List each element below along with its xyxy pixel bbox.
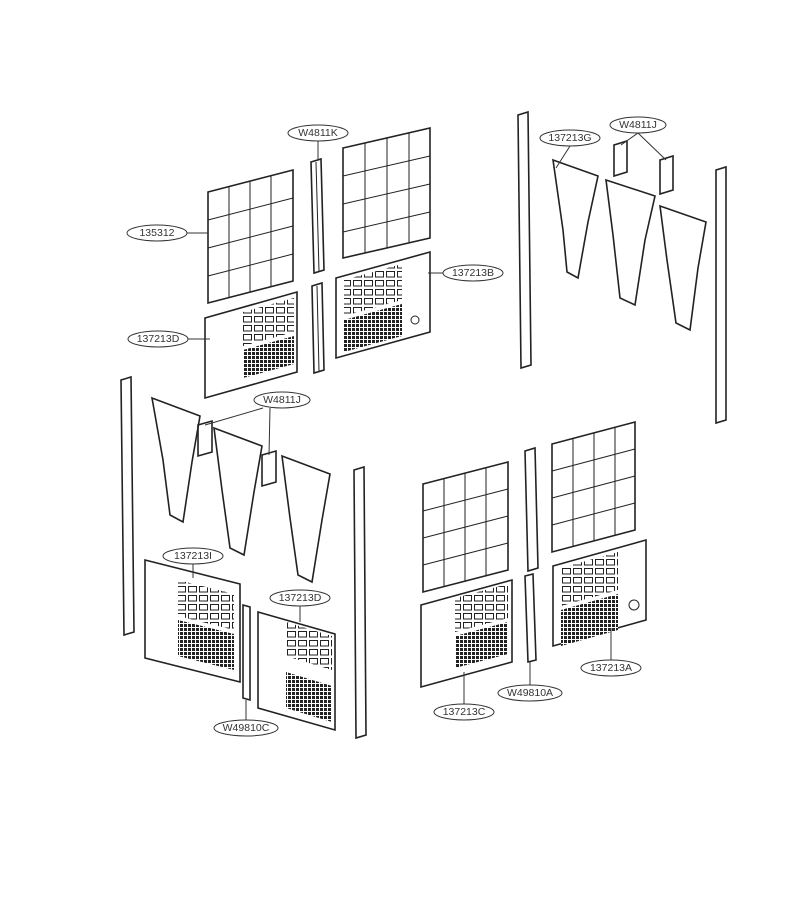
callout-135312: 135312 — [126, 224, 208, 242]
svg-text:W49810C: W49810C — [223, 722, 270, 734]
top-left-assembly — [204, 126, 431, 400]
svg-text:W4811K: W4811K — [298, 127, 338, 139]
louver-panel-137213c — [420, 578, 513, 689]
callout-137213g: 137213G — [539, 129, 601, 169]
callout-w4811k: W4811K — [287, 124, 349, 160]
bottom-right-assembly — [420, 420, 647, 689]
rail-right-top-right — [715, 165, 727, 425]
fin-panels-bottom-left — [150, 396, 331, 584]
rail-w49810a — [524, 572, 537, 664]
rail-left-top-right — [517, 110, 532, 370]
svg-text:137213A: 137213A — [590, 662, 632, 674]
brackets-w4811j-top — [613, 139, 674, 196]
louver-panel-137213a — [552, 538, 647, 648]
callout-137213d-bottom: 137213D — [269, 589, 331, 622]
rail-left-bottom-left — [120, 375, 135, 637]
callout-w49810c: W49810C — [213, 700, 279, 737]
callout-w4811j-top: W4811J — [609, 116, 667, 161]
grid-frame-135312 — [207, 168, 294, 305]
callout-137213a: 137213A — [580, 628, 642, 677]
louver-panel-137213d-top — [204, 290, 298, 400]
svg-text:W4811J: W4811J — [263, 394, 301, 406]
svg-text:137213I: 137213I — [174, 550, 212, 562]
svg-text:W49810A: W49810A — [507, 687, 553, 699]
louver-panel-137213i — [144, 558, 241, 684]
svg-text:135312: 135312 — [139, 227, 174, 239]
grid-frame-bottom-left — [422, 460, 509, 594]
svg-text:W4811J: W4811J — [619, 119, 657, 131]
louver-panel-137213b — [335, 250, 431, 360]
callout-137213b: 137213B — [428, 264, 504, 282]
rail-w4811k — [310, 157, 325, 375]
grid-frame-upper-right — [342, 126, 431, 260]
top-right-assembly — [517, 110, 727, 425]
svg-text:137213D: 137213D — [137, 333, 180, 345]
rail-right-bottom-left — [353, 465, 367, 740]
brackets-w4811j-bottom — [197, 419, 277, 488]
callout-137213i: 137213I — [162, 547, 224, 578]
svg-text:137213G: 137213G — [548, 132, 591, 144]
bottom-left-assembly — [120, 375, 367, 740]
callout-137213d-top: 137213D — [127, 330, 210, 348]
svg-text:137213D: 137213D — [279, 592, 322, 604]
rail-w49810c — [242, 603, 251, 702]
svg-text:137213B: 137213B — [452, 267, 494, 279]
svg-text:137213C: 137213C — [443, 706, 486, 718]
grid-frame-bottom-right — [551, 420, 636, 554]
rail-center-bottom-right — [524, 446, 539, 573]
callout-137213c: 137213C — [433, 672, 495, 721]
fin-panels-137213g — [552, 158, 707, 332]
callout-w49810a: W49810A — [497, 662, 563, 702]
louver-panel-137213d-bottom — [257, 610, 336, 732]
callout-w4811j-bottom: W4811J — [204, 391, 311, 456]
